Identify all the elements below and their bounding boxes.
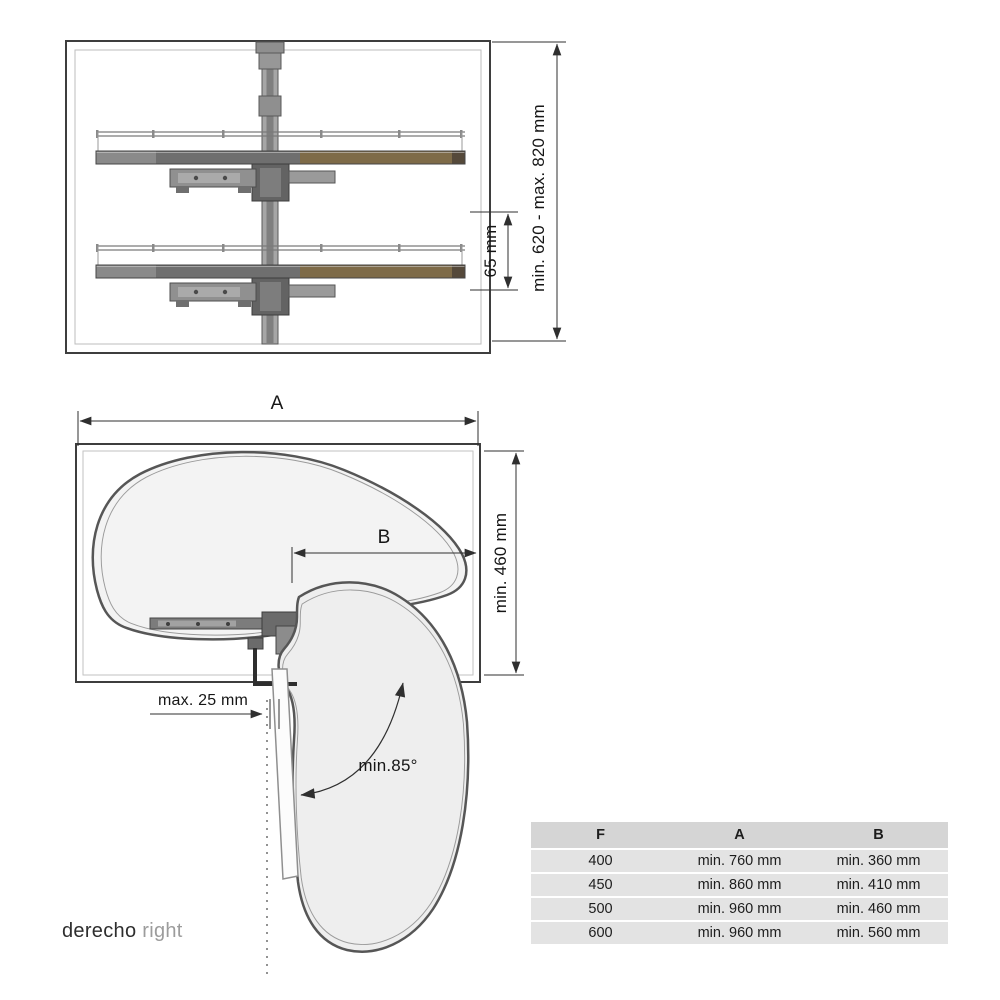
cell-f: 450 bbox=[588, 877, 613, 893]
cell-f: 500 bbox=[588, 901, 613, 917]
shelf-tray-rim bbox=[100, 455, 459, 636]
pivot-block bbox=[247, 637, 264, 650]
cell-b: min. 410 mm bbox=[836, 877, 921, 893]
rail-ticks bbox=[96, 130, 463, 138]
cell-a: min. 860 mm bbox=[697, 877, 782, 893]
width-dimension-a bbox=[77, 411, 479, 446]
shelf-gap-dimension bbox=[470, 211, 518, 291]
cell-a: min. 960 mm bbox=[697, 901, 782, 917]
cell-b: min. 360 mm bbox=[836, 853, 921, 869]
variant-translation: right bbox=[142, 920, 183, 942]
opening-angle-label: min.85° bbox=[358, 756, 418, 775]
pole-top-mount bbox=[255, 41, 285, 54]
header-f: F bbox=[596, 827, 605, 843]
cell-f: 600 bbox=[588, 925, 613, 941]
pole-top-coupler bbox=[258, 52, 282, 70]
inner-width-b-label: B bbox=[377, 527, 391, 548]
variant-name: derecho bbox=[62, 920, 137, 942]
shelf-unit-bottom bbox=[95, 244, 466, 316]
table-row: 400 min. 760 mm min. 360 mm bbox=[531, 850, 948, 872]
table-row: 450 min. 860 mm min. 410 mm bbox=[531, 874, 948, 896]
cell-f: 400 bbox=[588, 853, 613, 869]
width-a-label: A bbox=[270, 393, 284, 414]
variant-caption: derecho right bbox=[62, 920, 183, 943]
door-offset-label: max. 25 mm bbox=[157, 692, 249, 709]
plan-view bbox=[75, 411, 524, 976]
pole-mid-coupler bbox=[258, 95, 282, 117]
table-row: 500 min. 960 mm min. 460 mm bbox=[531, 898, 948, 920]
header-b: B bbox=[873, 827, 884, 843]
cell-b: min. 460 mm bbox=[836, 901, 921, 917]
shelf-board bbox=[95, 150, 466, 165]
shelf-board bbox=[95, 264, 466, 279]
opening-angle-arc bbox=[300, 682, 406, 799]
rail-ticks bbox=[96, 244, 463, 252]
cell-b: min. 560 mm bbox=[836, 925, 921, 941]
height-dimension bbox=[492, 41, 566, 342]
shelf-tray-rim bbox=[282, 589, 466, 945]
door-offset-dimension bbox=[150, 699, 280, 729]
cell-a: min. 760 mm bbox=[697, 853, 782, 869]
shelf-gap-dimension-label: 65 mm bbox=[481, 224, 500, 278]
cell-a: min. 960 mm bbox=[697, 925, 782, 941]
carousel-mechanism bbox=[169, 163, 336, 202]
table-row: 600 min. 960 mm min. 560 mm bbox=[531, 922, 948, 944]
height-dimension-label: min. 620 - max. 820 mm bbox=[529, 104, 548, 292]
depth-dimension-label: min. 460 mm bbox=[491, 512, 510, 614]
depth-dimension bbox=[484, 450, 524, 676]
header-a: A bbox=[734, 827, 745, 843]
inner-width-dimension-b bbox=[291, 547, 477, 583]
carousel-mechanism bbox=[169, 277, 336, 316]
spec-table: F A B 400 min. 760 mm min. 360 mm 450 mi… bbox=[531, 822, 948, 944]
spec-table-header: F A B bbox=[531, 822, 948, 848]
front-view bbox=[65, 40, 566, 354]
shelf-unit-top bbox=[95, 130, 466, 202]
